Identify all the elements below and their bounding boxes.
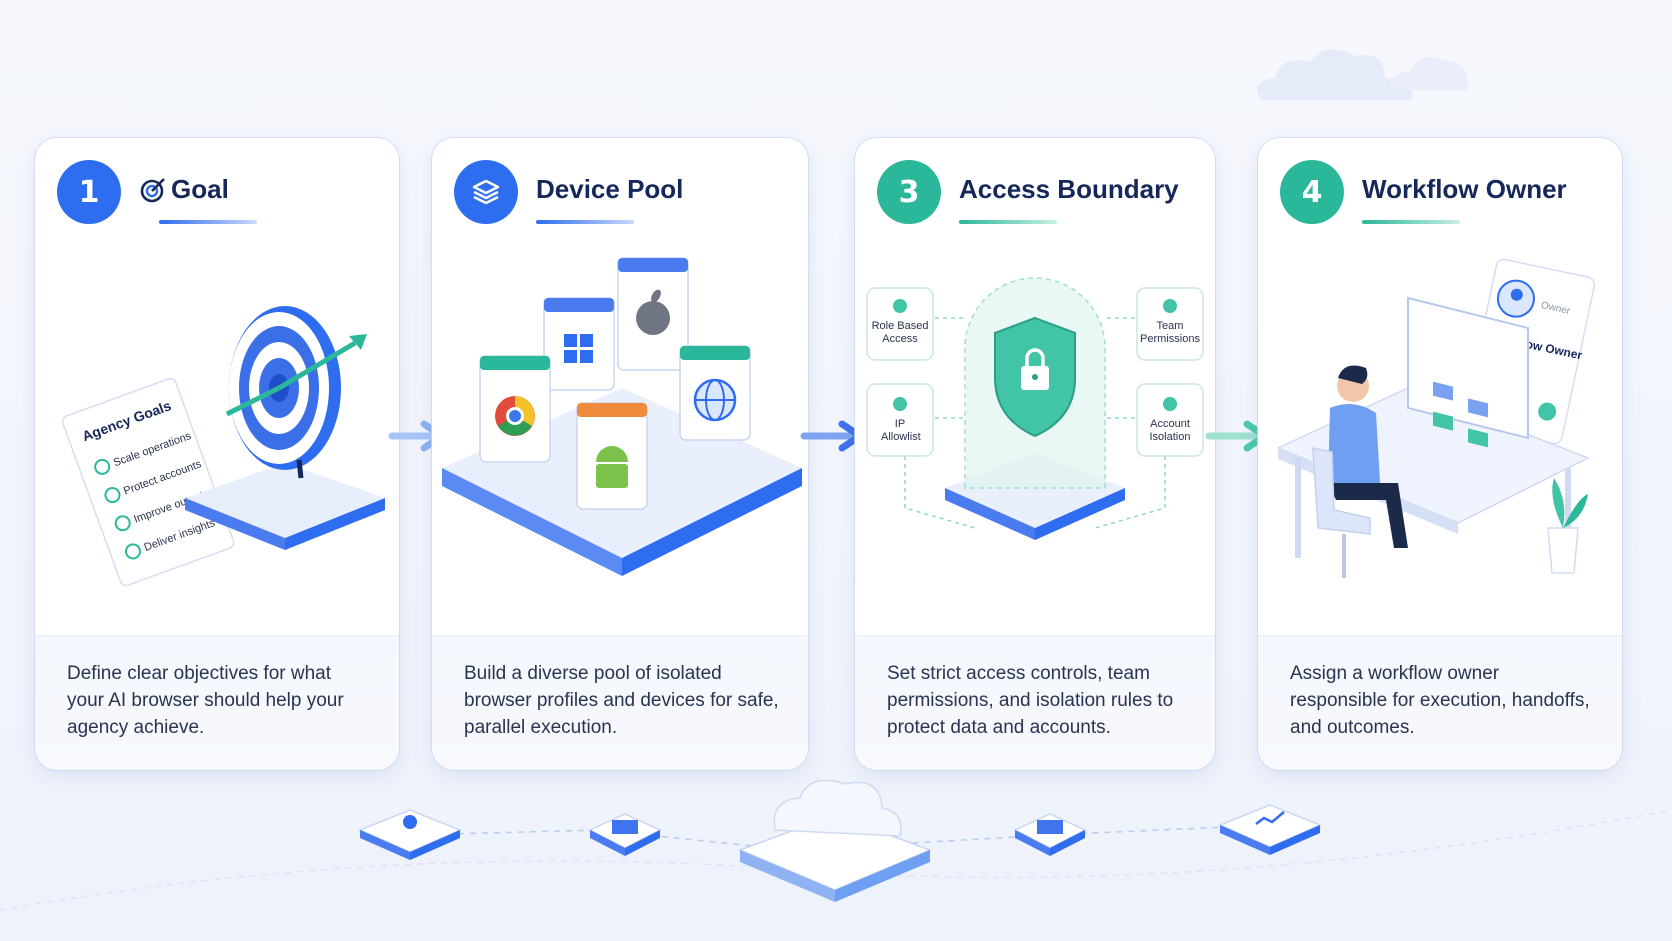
step-card-workflow-owner: 4 Workflow Owner Owner Workflow Owner	[1258, 138, 1622, 770]
windows-window-icon	[543, 297, 615, 391]
target-board-icon	[225, 306, 367, 479]
step-title-text: Device Pool	[536, 174, 684, 204]
check-icon	[124, 543, 141, 560]
title-underline	[959, 220, 1057, 224]
analytics-node-icon	[1218, 804, 1322, 855]
step-description-panel: Set strict access controls, team permiss…	[855, 635, 1215, 770]
control-team-permissions: Team Permissions	[1136, 287, 1204, 361]
step-card-access-boundary: 3 Access Boundary Role Based Access	[855, 138, 1215, 770]
step-card-device-pool: Device Pool	[432, 138, 808, 770]
step-card-goal: 1 Goal Agency Goals Scale operations Pro…	[35, 138, 399, 770]
shield-lock-icon	[994, 316, 1076, 438]
step-title-text: Workflow Owner	[1362, 174, 1567, 204]
check-icon	[1538, 402, 1557, 421]
bottom-connection-flow	[0, 780, 1672, 911]
step-description: Assign a workflow owner responsible for …	[1290, 663, 1590, 738]
location-pin-icon	[893, 397, 907, 411]
control-ip-allowlist: IP Allowlist	[866, 383, 934, 457]
control-role-based-access: Role Based Access	[866, 287, 934, 361]
step-number-badge: 4	[1280, 160, 1344, 224]
step-number-badge	[454, 160, 518, 224]
step-header: 3 Access Boundary	[877, 160, 1197, 240]
step-header: Device Pool	[454, 160, 790, 240]
step-title-text: Goal	[171, 174, 229, 204]
step-description: Set strict access controls, team permiss…	[887, 663, 1174, 738]
layers-icon	[472, 179, 500, 205]
step-description: Define clear objectives for what your AI…	[67, 663, 344, 738]
step-title: Access Boundary	[959, 174, 1179, 205]
step-title-text: Access Boundary	[959, 174, 1179, 204]
step-header: 1 Goal	[57, 160, 381, 240]
android-window-icon	[576, 402, 648, 510]
step-description-panel: Assign a workflow owner responsible for …	[1258, 635, 1622, 770]
control-account-isolation: Account Isolation	[1136, 383, 1204, 457]
check-icon	[114, 515, 131, 532]
plant-icon	[1547, 478, 1588, 574]
step-title: Goal	[139, 174, 229, 205]
goal-illustration: Agency Goals Scale operations Protect ac…	[61, 306, 385, 587]
title-underline	[536, 220, 634, 224]
step-description-panel: Build a diverse pool of isolated browser…	[432, 635, 808, 770]
step-header: 4 Workflow Owner	[1280, 160, 1604, 240]
monitor-icon	[1407, 296, 1529, 448]
access-boundary-illustration: Role Based Access Team Permissions IP Al…	[866, 277, 1204, 540]
step-description: Build a diverse pool of isolated browser…	[464, 663, 779, 738]
apple-window-icon	[617, 257, 689, 371]
layers-node-icon	[588, 813, 662, 856]
check-icon	[94, 458, 111, 475]
users-icon	[893, 299, 907, 313]
control-label: Team Permissions	[1140, 320, 1200, 345]
control-label: IP Allowlist	[881, 418, 921, 443]
check-icon	[104, 487, 121, 504]
target-icon	[140, 177, 165, 202]
person-at-desk-icon	[1312, 365, 1408, 578]
step-title: Workflow Owner	[1362, 174, 1567, 205]
step-title: Device Pool	[536, 174, 683, 205]
step-number-badge: 3	[877, 160, 941, 224]
globe-window-icon	[679, 345, 751, 441]
title-underline	[1362, 220, 1460, 224]
workflow-owner-illustration: Owner Workflow Owner	[1276, 258, 1596, 578]
control-label: Role Based Access	[871, 320, 929, 345]
background-cloud-icon	[1257, 49, 1469, 100]
title-underline	[159, 220, 257, 224]
control-label: Account Isolation	[1149, 418, 1191, 443]
cloud-node-icon	[737, 780, 933, 902]
lock-person-icon	[1163, 397, 1177, 411]
user-node-icon	[358, 809, 462, 860]
chrome-window-icon	[479, 355, 551, 463]
step-description-panel: Define clear objectives for what your AI…	[35, 635, 399, 770]
step-number-badge: 1	[57, 160, 121, 224]
person-icon	[1163, 299, 1177, 313]
layers-node-icon	[1013, 813, 1087, 856]
device-pool-illustration	[442, 257, 802, 576]
